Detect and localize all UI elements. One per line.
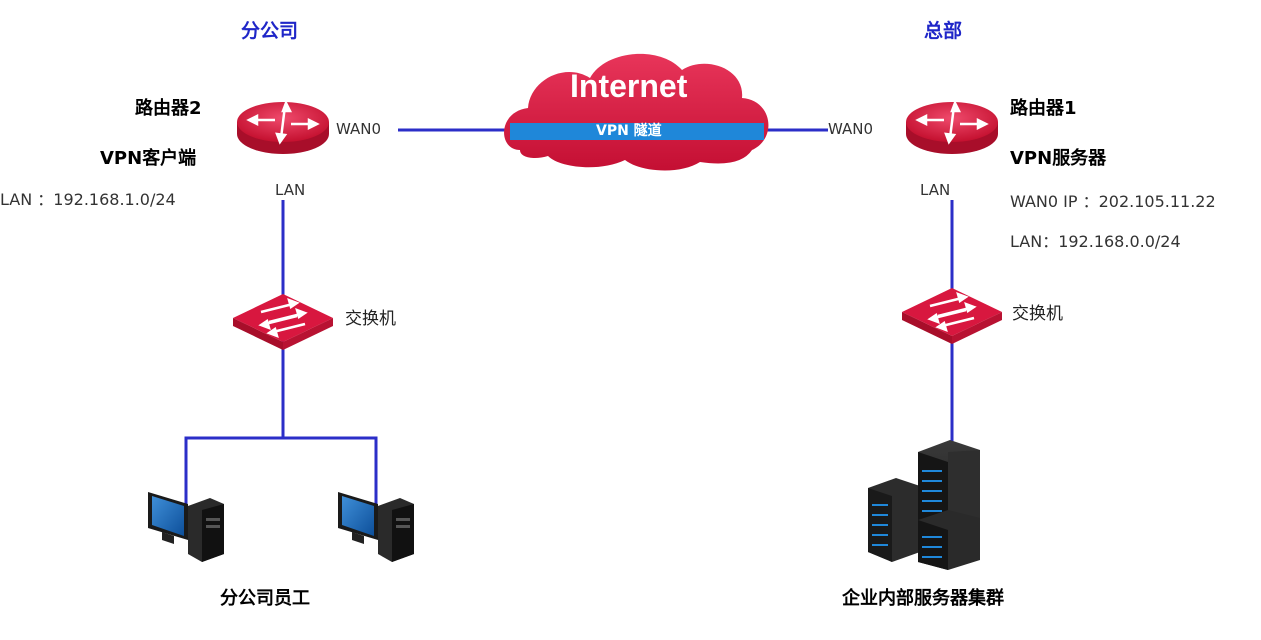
internet-cloud-icon bbox=[504, 53, 769, 171]
pc-icon bbox=[338, 492, 414, 562]
branch-clients-label: 分公司员工 bbox=[220, 588, 310, 609]
hq-switch-label: 交换机 bbox=[1012, 304, 1063, 324]
vpn-tunnel-bar bbox=[510, 123, 764, 140]
branch-title: 分公司 bbox=[241, 20, 299, 42]
internet-title: Internet bbox=[570, 68, 688, 104]
hq-servers-label: 企业内部服务器集群 bbox=[842, 588, 1004, 609]
branch-router-icon bbox=[237, 99, 329, 154]
branch-router-name: 路由器2 bbox=[135, 98, 202, 119]
hq-router-icon bbox=[906, 99, 998, 154]
branch-lan-subnet: LAN ：192.168.1.0/24 bbox=[0, 190, 176, 209]
branch-switch-icon bbox=[233, 294, 333, 350]
hq-title: 总部 bbox=[924, 20, 963, 42]
server-icon bbox=[868, 440, 980, 570]
branch-lan-port-label: LAN bbox=[275, 181, 306, 199]
hq-router-name: 路由器1 bbox=[1010, 98, 1077, 119]
branch-client-bus bbox=[184, 436, 378, 506]
links bbox=[184, 128, 954, 506]
hq-wan-ip: WAN0 IP ：202.105.11.22 bbox=[1010, 192, 1216, 211]
pc-icon bbox=[148, 492, 224, 562]
vpn-tunnel-label: VPN 隧道 bbox=[596, 123, 662, 139]
hq-lan-subnet: LAN：192.168.0.0/24 bbox=[1010, 232, 1181, 251]
hq-lan-port-label: LAN bbox=[920, 181, 951, 199]
hq-switch-icon bbox=[902, 288, 1002, 344]
hq-wan-port-label: WAN0 bbox=[828, 120, 874, 138]
hq-router-role: VPN服务器 bbox=[1010, 148, 1107, 169]
branch-wan-port-label: WAN0 bbox=[336, 120, 382, 138]
branch-router-role: VPN客户端 bbox=[100, 148, 197, 169]
branch-switch-label: 交换机 bbox=[345, 309, 396, 329]
